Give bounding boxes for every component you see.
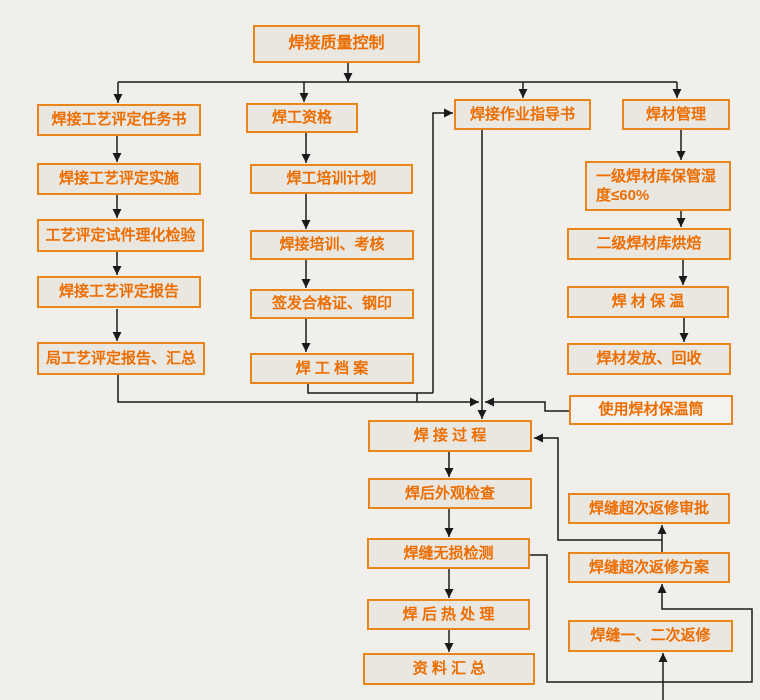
connector-line-28: [530, 554, 753, 683]
node-material-issue-recycle: 焊材发放、回收: [567, 343, 731, 375]
arrowhead-icon: [444, 108, 453, 118]
arrowhead-icon: [679, 333, 689, 342]
arrowhead-icon: [477, 410, 487, 419]
node-wps-report: 焊接工艺评定报告: [37, 276, 201, 308]
arrowhead-icon: [672, 89, 682, 98]
node-level2-storage-baking: 二级焊材库烘焙: [567, 228, 731, 260]
arrowhead-icon: [112, 266, 122, 275]
node-wps-task-sheet: 焊接工艺评定任务书: [37, 104, 201, 136]
arrowhead-icon: [485, 397, 494, 407]
arrowhead-icon: [343, 73, 353, 82]
arrowhead-icon: [676, 218, 686, 227]
node-first-second-repair: 焊缝一、二次返修: [568, 620, 733, 652]
arrowhead-icon: [678, 276, 688, 285]
node-wps-implementation: 焊接工艺评定实施: [37, 163, 201, 195]
node-welding-training-exam: 焊接培训、考核: [250, 230, 414, 260]
connector-line-23: [485, 401, 569, 412]
node-material-heat-preservation: 焊 材 保 温: [567, 286, 729, 318]
arrowhead-icon: [112, 153, 122, 162]
arrowhead-icon: [301, 279, 311, 288]
arrowhead-icon: [301, 154, 311, 163]
connector-line-19: [307, 384, 433, 394]
node-welder-qualification: 焊工资格: [246, 103, 358, 133]
node-over-limit-repair-plan: 焊缝超次返修方案: [568, 552, 730, 583]
node-welder-archive: 焊 工 档 案: [250, 353, 414, 384]
node-use-insulated-container: 使用焊材保温筒: [569, 395, 733, 425]
arrowhead-icon: [112, 332, 122, 341]
node-post-weld-heat-treatment: 焊 后 热 处 理: [367, 599, 530, 630]
node-specimen-physochem-test: 工艺评定试件理化检验: [37, 219, 204, 252]
arrowhead-icon: [299, 93, 309, 102]
node-level1-storage-humidity: 一级焊材库保管湿度≤60%: [585, 161, 731, 211]
arrowhead-icon: [444, 468, 454, 477]
node-welding-process: 焊 接 过 程: [368, 420, 532, 452]
arrowhead-icon: [658, 653, 668, 662]
arrowhead-icon: [301, 220, 311, 229]
arrowhead-icon: [657, 584, 667, 593]
arrowhead-icon: [676, 151, 686, 160]
node-post-weld-visual-inspection: 焊后外观检查: [368, 478, 532, 509]
node-welding-material-management: 焊材管理: [622, 99, 730, 130]
node-welding-quality-control: 焊接质量控制: [253, 25, 420, 63]
arrowhead-icon: [112, 209, 122, 218]
arrowhead-icon: [657, 525, 667, 534]
node-weld-ndt: 焊缝无损检测: [367, 538, 530, 569]
arrowhead-icon: [444, 643, 454, 652]
node-data-summary: 资 料 汇 总: [363, 653, 535, 685]
arrowhead-icon: [444, 589, 454, 598]
arrowhead-icon: [518, 89, 528, 98]
arrowhead-icon: [301, 343, 311, 352]
arrowhead-icon: [113, 94, 123, 103]
connector-line-18: [117, 375, 417, 403]
node-welding-work-instruction: 焊接作业指导书: [454, 99, 591, 130]
node-over-limit-repair-approval: 焊缝超次返修审批: [568, 493, 730, 524]
node-issue-certificate-stamp: 签发合格证、钢印: [250, 289, 414, 319]
connector-line-21: [416, 393, 479, 403]
arrowhead-icon: [534, 433, 543, 443]
node-bureau-wps-report-summary: 局工艺评定报告、汇总: [37, 342, 205, 375]
node-welder-training-plan: 焊工培训计划: [250, 164, 413, 194]
arrowhead-icon: [470, 397, 479, 407]
connector-line-31: [534, 437, 662, 541]
arrowhead-icon: [444, 528, 454, 537]
